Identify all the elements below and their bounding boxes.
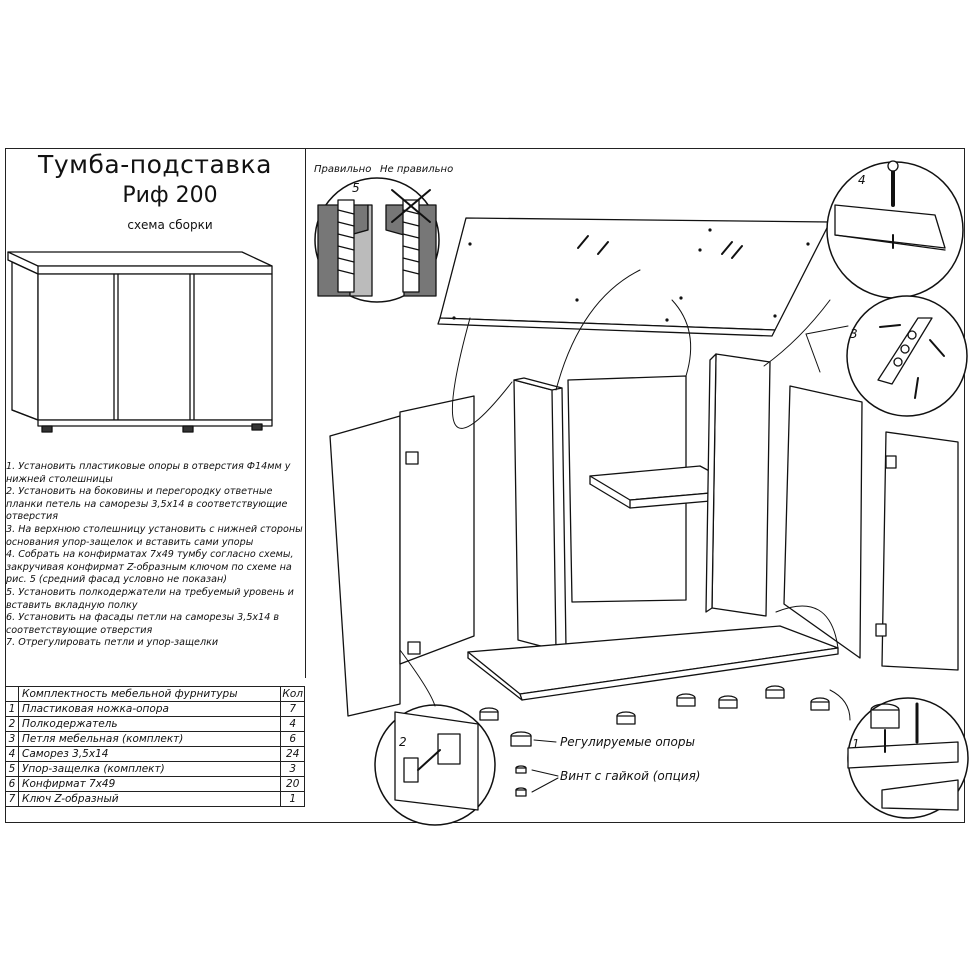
right-outer-door [875, 431, 959, 671]
header-name: Комплектность мебельной фурнитуры [17, 686, 282, 702]
callout-5-confirmat [314, 177, 440, 303]
label-correct: Правильно [314, 164, 371, 175]
callout-label-1: 1 [852, 737, 860, 751]
callout-label-5: 5 [352, 181, 360, 195]
top-panel [437, 217, 831, 337]
callout-4-detail [826, 160, 964, 299]
model-name: Риф 200 [122, 183, 218, 208]
page-subtitle: схема сборки [127, 218, 213, 232]
left-outer-door [329, 415, 401, 717]
callout-label-2: 2 [399, 735, 407, 749]
step-1: 1. Установить пластиковые опоры в отверс… [6, 461, 294, 485]
table-row: 3 Петля мебельная (комплект) 6 [5, 731, 305, 747]
instructions-list: 1. Установить пластиковые опоры в отверс… [6, 461, 303, 650]
step-4: 4. Собрать на конфирматах 7х49 тумбу сог… [6, 549, 297, 586]
callout-3-latch [846, 295, 968, 417]
label-incorrect: Не правильно [380, 164, 453, 175]
callout-2-hinge [374, 704, 496, 826]
column-divider [305, 148, 306, 678]
cabinet-preview [7, 251, 273, 433]
step-7: 7. Отрегулировать петли и упор-защелки [6, 637, 219, 649]
label-screw-with-nut: Винт с гайкой (опция) [560, 769, 701, 783]
right-inner-door [783, 385, 863, 659]
callout-label-3: 3 [850, 327, 858, 341]
leader-lines [399, 269, 851, 793]
right-side-panel [705, 353, 771, 617]
label-adjustable-supports: Регулируемые опоры [560, 735, 695, 749]
step-6: 6. Установить на фасады петли на саморез… [6, 612, 283, 636]
table-row: 7 Ключ Z-образный 1 [5, 791, 305, 807]
callout-1-foot [847, 697, 969, 819]
callout-label-4: 4 [858, 173, 866, 187]
table-row: 1 Пластиковая ножка-опора 7 [5, 701, 305, 717]
left-side-panel [513, 377, 567, 651]
step-5: 5. Установить полкодержатели на требуемы… [6, 586, 297, 611]
table-row: 6 Конфирмат 7х49 20 [5, 776, 305, 792]
step-3: 3. На верхнюю столешницу установить с ни… [6, 523, 306, 548]
support-feet [479, 685, 830, 797]
step-2: 2. Установить на боковины и перегородку … [6, 486, 291, 523]
sheet-frame [5, 148, 965, 823]
hardware-table-header: Комплектность мебельной фурнитуры Кол [5, 686, 305, 702]
page-title: Тумба-подставка [38, 150, 272, 179]
left-inner-door [399, 395, 475, 665]
hardware-table: Комплектность мебельной фурнитуры Кол 1 … [5, 686, 305, 807]
